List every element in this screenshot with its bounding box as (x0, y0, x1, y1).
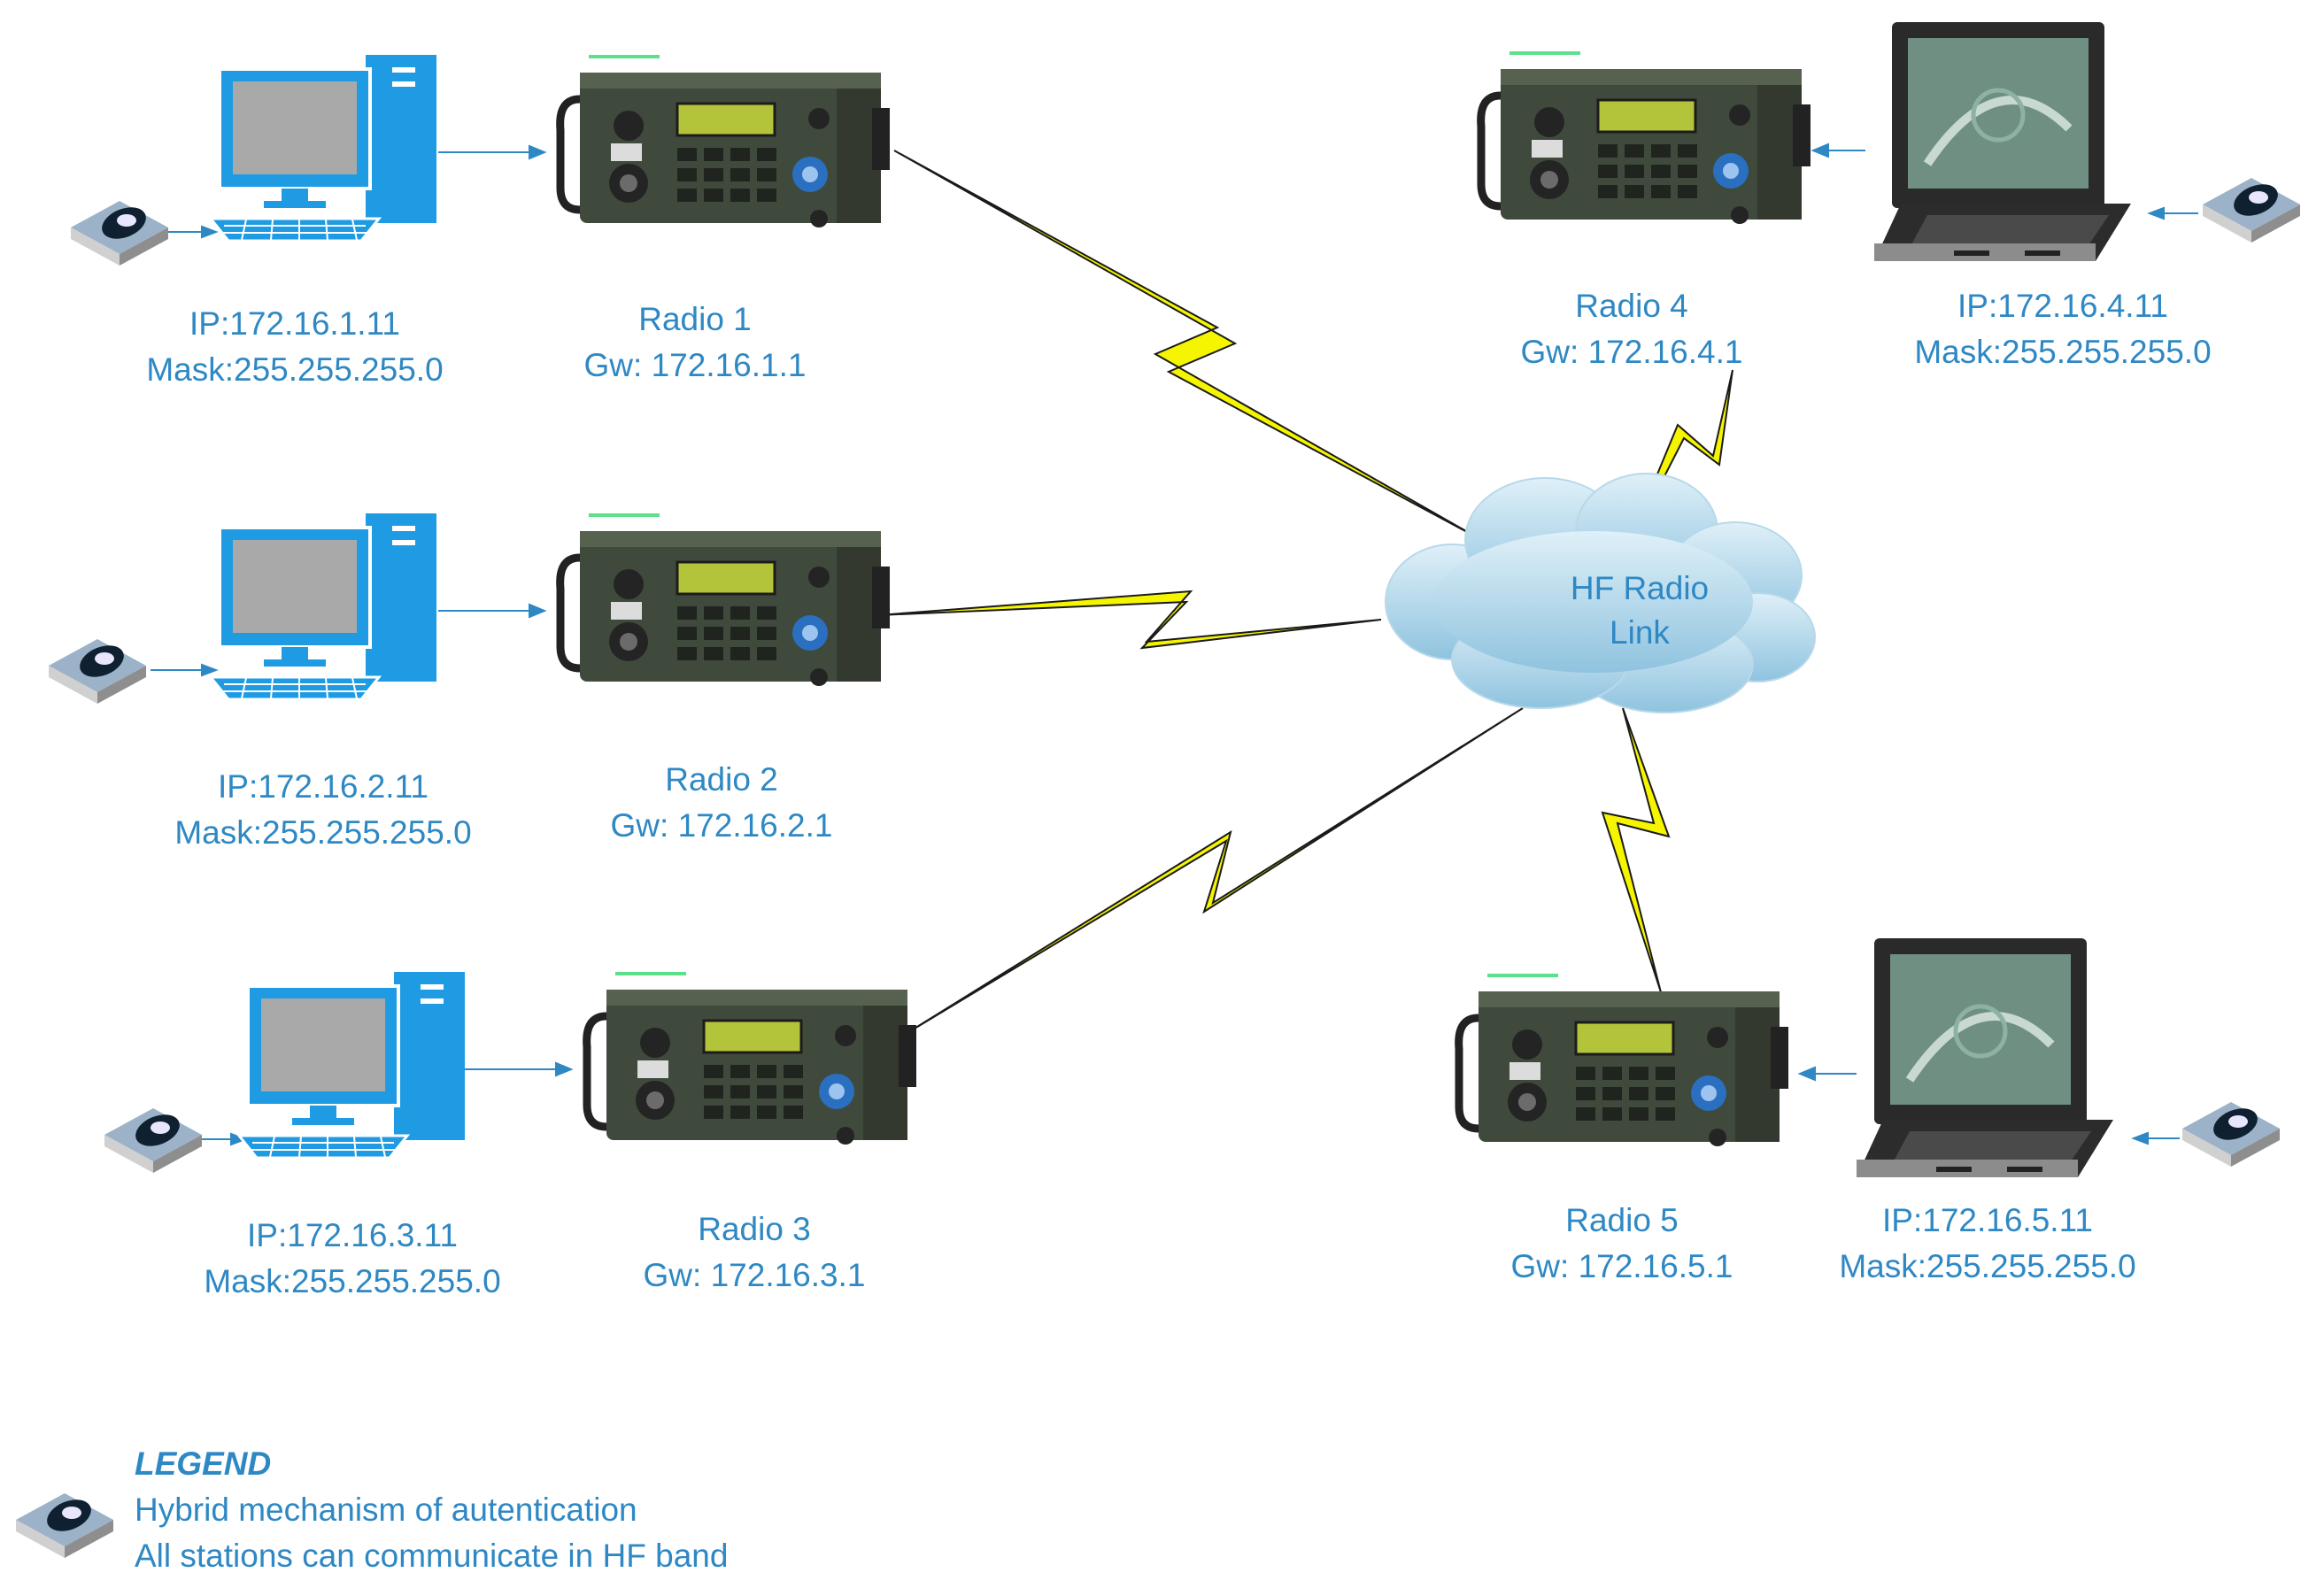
radio-name: Radio 5 (1565, 1202, 1679, 1238)
radio-3-label: Radio 3 Gw: 172.16.3.1 (644, 1206, 866, 1299)
lightning-radio1 (893, 150, 1479, 539)
authentication-token-icon (16, 1493, 113, 1558)
radio-name: Radio 1 (638, 301, 752, 337)
radio-4-label: Radio 4 Gw: 172.16.4.1 (1521, 283, 1743, 375)
computer-2-label: IP:172.16.2.11 Mask:255.255.255.0 (174, 764, 471, 856)
computer-ip: IP:172.16.1.11 (189, 305, 400, 342)
radio-gateway: Gw: 172.16.1.1 (583, 347, 807, 383)
desktop-computer-icon (209, 53, 438, 243)
radio-5-label: Radio 5 Gw: 172.16.5.1 (1511, 1198, 1733, 1290)
radio-gateway: Gw: 172.16.5.1 (1510, 1248, 1733, 1284)
radio-2-label: Radio 2 Gw: 172.16.2.1 (611, 757, 833, 849)
radio-gateway: Gw: 172.16.3.1 (643, 1257, 866, 1293)
computer-mask: Mask:255.255.255.0 (174, 814, 472, 851)
authentication-token-icon (2203, 178, 2300, 243)
desktop-computer-icon (209, 512, 438, 701)
computer-mask: Mask:255.255.255.0 (146, 351, 444, 388)
cloud-icon (1385, 473, 1816, 713)
laptop-ip: IP:172.16.4.11 (1957, 288, 2168, 324)
laptop-5-label: IP:172.16.5.11 Mask:255.255.255.0 (1839, 1198, 2135, 1290)
cloud-label-line1: HF Radio (1570, 570, 1710, 606)
authentication-token-icon (2182, 1102, 2280, 1167)
computer-1-label: IP:172.16.1.11 Mask:255.255.255.0 (146, 301, 443, 393)
desktop-computer-icon (237, 970, 467, 1160)
laptop-4-label: IP:172.16.4.11 Mask:255.255.255.0 (1914, 283, 2211, 375)
laptop-mask: Mask:255.255.255.0 (1914, 334, 2212, 370)
computer-ip: IP:172.16.3.11 (247, 1217, 458, 1253)
radio-gateway: Gw: 172.16.4.1 (1520, 334, 1743, 370)
lightning-radio5 (1601, 707, 1671, 993)
rugged-laptop-icon (1874, 22, 2131, 261)
legend-item-authentication: Hybrid mechanism of autentication (135, 1492, 637, 1528)
radio-gateway: Gw: 172.16.2.1 (610, 807, 833, 844)
hf-radio-icon (1481, 51, 1811, 224)
radio-name: Radio 4 (1575, 288, 1688, 324)
radio-name: Radio 2 (665, 761, 778, 798)
lightning-radio2 (877, 590, 1382, 650)
radio-name: Radio 3 (698, 1211, 811, 1247)
laptop-mask: Mask:255.255.255.0 (1839, 1248, 2136, 1284)
hf-radio-icon (560, 513, 890, 686)
authentication-token-icon (49, 639, 146, 704)
hf-radio-icon (1459, 974, 1788, 1146)
hf-radio-icon (587, 972, 916, 1145)
arrows (151, 143, 2198, 1146)
computer-3-label: IP:172.16.3.11 Mask:255.255.255.0 (204, 1213, 500, 1305)
authentication-token-icon (104, 1108, 202, 1173)
computer-ip: IP:172.16.2.11 (218, 768, 429, 805)
computer-mask: Mask:255.255.255.0 (204, 1263, 501, 1299)
legend-title: LEGEND (135, 1445, 272, 1482)
cloud-label: HF Radio Link (1571, 567, 1709, 655)
hf-radio-icon (560, 55, 890, 227)
authentication-token-icon (71, 201, 168, 266)
lightning-radio4 (1622, 369, 1733, 559)
legend-item-hf-band: All stations can communicate in HF band (135, 1538, 729, 1574)
legend: LEGEND Hybrid mechanism of autentication… (135, 1441, 728, 1579)
cloud-label-line2: Link (1610, 614, 1670, 651)
rugged-laptop-icon (1857, 938, 2113, 1177)
radio-1-label: Radio 1 Gw: 172.16.1.1 (584, 297, 807, 389)
lightning-radio3 (905, 707, 1524, 1035)
laptop-ip: IP:172.16.5.11 (1882, 1202, 2093, 1238)
